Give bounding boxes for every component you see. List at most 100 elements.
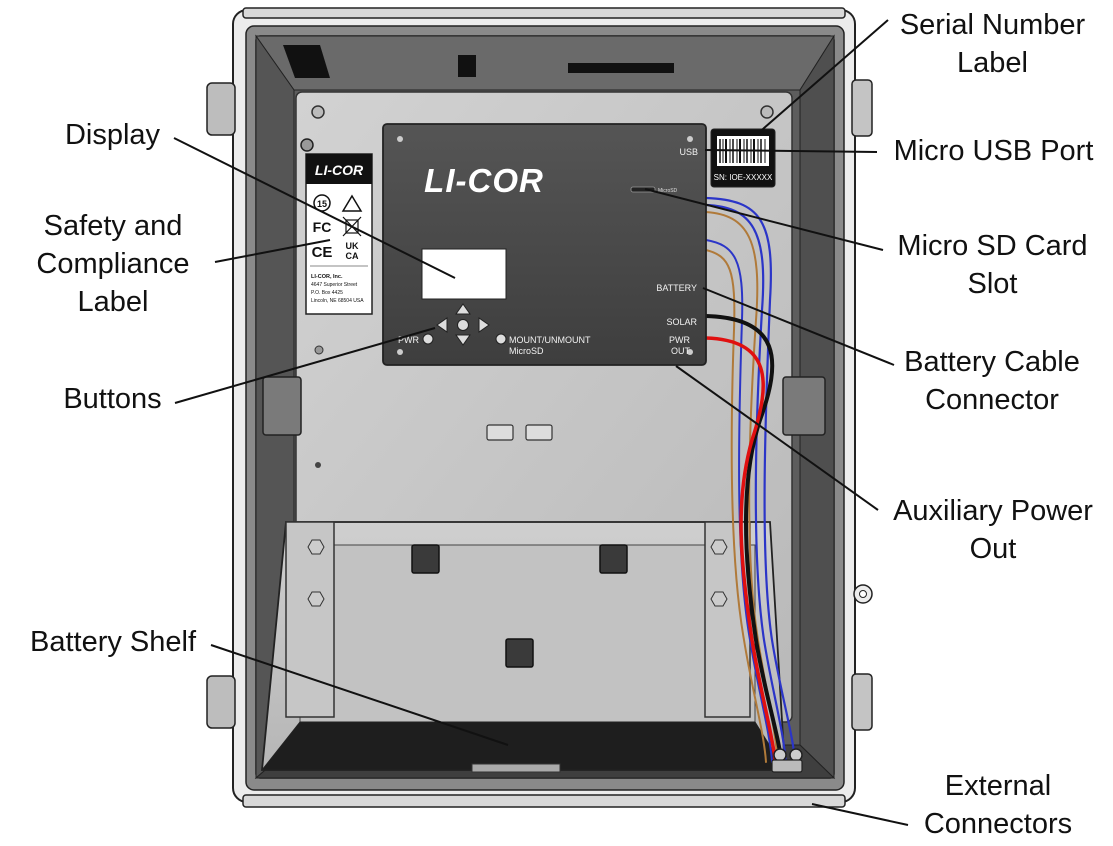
leader-micro-sd-slot — [644, 188, 884, 251]
cable-clip — [486, 424, 514, 441]
bracket-tab — [782, 376, 826, 436]
brand-logo: LI-COR — [424, 162, 544, 199]
shelf-slot — [599, 544, 628, 574]
down-button[interactable] — [455, 334, 471, 346]
shelf-slot — [411, 544, 440, 574]
wire-red — [704, 336, 778, 767]
callout-buttons: Buttons — [63, 383, 162, 415]
right-button[interactable] — [478, 317, 490, 333]
safety-label-header — [306, 154, 372, 184]
leader-serial-number-label — [755, 19, 889, 136]
interior-top-wall — [255, 35, 835, 91]
serial-number-label: SN: IOE-XXXXX — [710, 128, 776, 188]
compliance-mark-ce: CE — [312, 244, 333, 261]
display-screen — [421, 248, 507, 300]
enclosure-top-rim — [242, 7, 846, 19]
wire-blue — [704, 203, 788, 767]
safety-label-address-3: P.O. Box 4425 — [311, 290, 343, 296]
pwr-out-port-label-line1: PWR — [669, 335, 690, 345]
callout-micro-usb-port: Micro USB Port — [893, 135, 1094, 167]
microsd-slot-label: MicroSD — [658, 188, 678, 194]
mount-screw — [760, 105, 774, 119]
usb-port-label: USB — [679, 147, 698, 157]
callout-serial-number-label: Serial Number Label — [899, 9, 1086, 79]
lock-tab-hole — [859, 590, 867, 598]
compliance-mark-15-text: 15 — [317, 199, 327, 209]
battery-port-label: BATTERY — [656, 283, 697, 293]
leader-battery-cable-connector — [702, 287, 895, 366]
external-connector — [789, 748, 803, 762]
callout-auxiliary-power-out: Auxiliary Power Out — [893, 495, 1093, 565]
logger-screw — [397, 136, 403, 142]
safety-compliance-label: LI-COR 15 FC CE UK CA LI-COR, Inc. 4647 … — [305, 153, 373, 315]
hinge — [206, 82, 236, 136]
mount-unmount-label-line1: MOUNT/UNMOUNT — [509, 335, 591, 345]
latch — [851, 673, 873, 731]
battery-shelf-inner — [299, 544, 756, 723]
compliance-mark-fc: FC — [313, 219, 332, 235]
callout-external-connectors: External Connectors — [923, 770, 1073, 840]
mount-unmount-label-line2: MicroSD — [509, 346, 544, 356]
wire-black — [704, 314, 784, 767]
leader-external-connectors — [811, 803, 909, 826]
safety-label-address-2: 4647 Superior Street — [311, 282, 358, 288]
external-connector — [771, 759, 803, 773]
wire-blue — [705, 239, 773, 763]
latch — [851, 79, 873, 137]
battery-shelf-floor — [260, 721, 786, 771]
leader-safety-label — [214, 239, 331, 263]
warning-icon — [341, 194, 363, 212]
cable-clip — [525, 424, 553, 441]
callout-display: Display — [64, 119, 161, 151]
logger-screw — [397, 349, 403, 355]
battery-shelf — [260, 521, 786, 773]
callout-battery-shelf: Battery Shelf — [29, 626, 197, 658]
leader-auxiliary-power-out — [675, 365, 879, 511]
leader-display — [173, 137, 456, 279]
plate-hole — [315, 462, 321, 468]
enclosure-bottom-rim — [242, 794, 846, 808]
compliance-mark-ukca-top: UK — [346, 241, 359, 251]
safety-label-brand: LI-COR — [315, 162, 364, 178]
top-slot — [458, 55, 476, 77]
pwr-button[interactable] — [422, 333, 434, 345]
callout-battery-cable-connector: Battery Cable Connector — [904, 346, 1080, 416]
leader-lines — [173, 19, 909, 826]
wire-brown — [705, 249, 767, 763]
serial-number-text: SN: IOE-XXXXX — [714, 173, 773, 182]
left-button[interactable] — [436, 317, 448, 333]
ground-post — [300, 138, 314, 152]
shelf-bolt — [710, 591, 728, 607]
hinge — [206, 675, 236, 729]
logger-screw — [687, 136, 693, 142]
wire-blue — [704, 196, 797, 762]
shelf-lip — [471, 763, 561, 773]
leader-buttons — [174, 327, 436, 404]
compliance-mark-ukca-bottom: CA — [346, 251, 359, 261]
shelf-slot — [505, 638, 534, 668]
datalogger-module: LI-COR USB MicroSD BATTERY SOLAR PWR OUT… — [382, 123, 707, 366]
top-slot — [283, 45, 330, 78]
shelf-bolt — [307, 539, 325, 555]
select-button[interactable] — [457, 319, 469, 331]
shelf-bolt — [710, 539, 728, 555]
top-slot — [568, 63, 674, 73]
plate-hole — [314, 345, 324, 355]
mount-unmount-button[interactable] — [495, 333, 507, 345]
callout-safety-compliance-label: Safety and Compliance Label — [36, 210, 190, 318]
wire-bundle — [704, 196, 803, 773]
leader-battery-shelf — [210, 644, 509, 746]
up-button[interactable] — [455, 303, 471, 315]
leader-micro-usb-port — [704, 149, 878, 153]
pwr-button-label: PWR — [398, 335, 419, 345]
external-connector — [773, 748, 787, 762]
safety-label-address-4: Lincoln, NE 68504 USA — [311, 298, 364, 304]
mount-screw — [311, 105, 325, 119]
shelf-bolt — [307, 591, 325, 607]
solar-port-label: SOLAR — [666, 317, 697, 327]
nav-buttons — [436, 303, 490, 346]
callout-micro-sd-card-slot: Micro SD Card Slot — [897, 230, 1088, 300]
bracket-tab — [262, 376, 302, 436]
safety-label-address-1: LI-COR, Inc. — [311, 274, 343, 280]
